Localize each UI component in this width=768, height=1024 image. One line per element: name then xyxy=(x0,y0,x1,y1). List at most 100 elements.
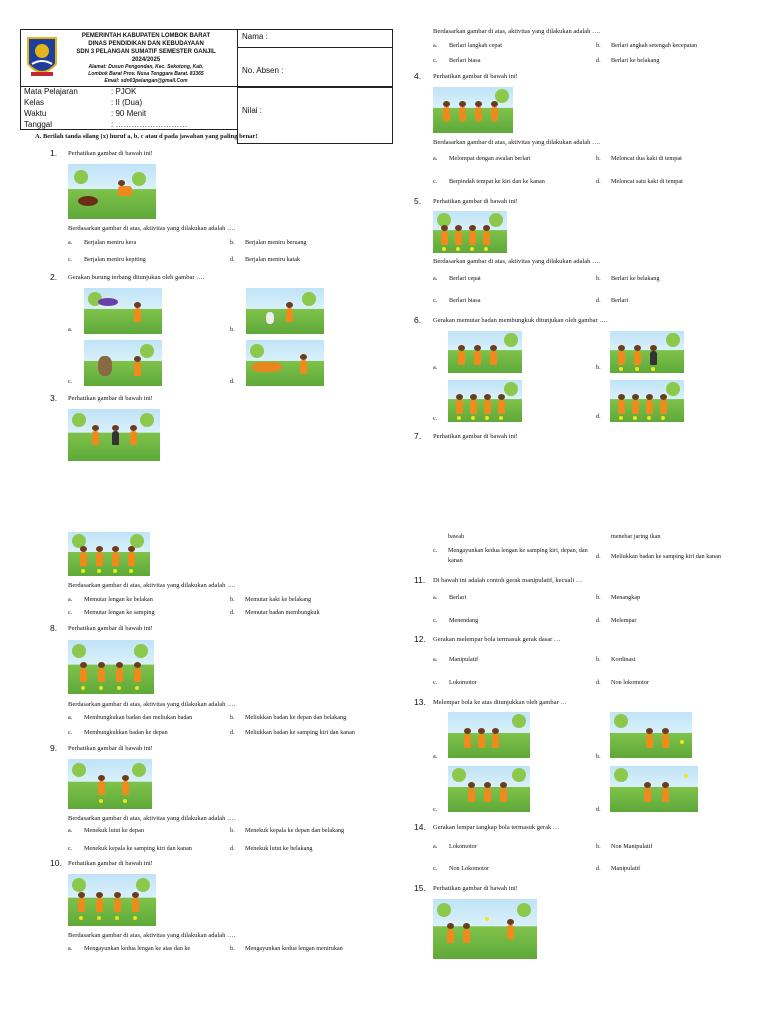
option-letter[interactable]: c. xyxy=(433,679,438,686)
option-text[interactable]: Menendang xyxy=(449,617,479,624)
option-text[interactable]: Berlari ke belakang xyxy=(611,275,660,282)
option-text[interactable]: Menekuk lutut ke depan xyxy=(84,827,144,834)
option-letter[interactable]: c. xyxy=(433,617,438,624)
option-text[interactable]: Non Lokomotor xyxy=(449,865,490,872)
option-text[interactable]: Berlari xyxy=(611,297,629,304)
option-text[interactable]: Non lokomotor xyxy=(611,679,649,686)
option-text[interactable]: Meloncat satu kaki di tempat xyxy=(611,178,683,185)
option-letter[interactable]: d. xyxy=(596,617,601,624)
option-letter[interactable]: c. xyxy=(68,729,73,736)
option-text[interactable]: Non Manipulatif xyxy=(611,843,653,850)
option-text[interactable]: Lokomotor xyxy=(449,679,477,686)
option-text[interactable]: Manipulatif xyxy=(611,865,641,872)
option-text[interactable]: Kordinasi xyxy=(611,656,636,663)
option-text[interactable]: Mengayunkan kedua lengan ke atas dan ke xyxy=(84,945,191,952)
illustration-option-c[interactable] xyxy=(448,766,530,812)
option-letter[interactable]: a. xyxy=(68,945,73,952)
option-text[interactable]: Memutar lengan ke belakan xyxy=(84,596,153,603)
option-letter[interactable]: a. xyxy=(433,656,438,663)
option-letter[interactable]: a. xyxy=(433,594,438,601)
option-letter[interactable]: c. xyxy=(433,415,438,422)
option-text[interactable]: Menekuk kepala ke depan dan belakang xyxy=(245,827,345,834)
option-letter[interactable]: a. xyxy=(433,753,438,760)
option-letter[interactable]: c. xyxy=(433,178,438,185)
option-text[interactable]: Berjalan meniru beruang xyxy=(245,239,307,246)
option-letter[interactable]: b. xyxy=(230,945,235,952)
option-text[interactable]: Menekuk kepala ke samping kiri dan kanan xyxy=(84,845,192,852)
option-text[interactable]: Meloncat dua kaki di tempat xyxy=(611,155,682,162)
option-text[interactable]: Berlari langkah cepat xyxy=(449,42,502,49)
illustration-option-c[interactable] xyxy=(448,380,522,422)
option-text[interactable]: Mengayunkan kedua lengan menirukan xyxy=(245,945,343,952)
option-letter[interactable]: a. xyxy=(433,364,438,371)
option-letter[interactable]: d. xyxy=(230,609,235,616)
option-text[interactable]: Berjalan meniru kera xyxy=(84,239,137,246)
option-text[interactable]: Memutar kaki ke belakang xyxy=(245,596,312,603)
illustration-option-b[interactable] xyxy=(246,288,324,334)
option-text[interactable]: Melompat dengan awalan berlari xyxy=(449,155,531,162)
option-letter[interactable]: a. xyxy=(68,326,73,333)
option-letter[interactable]: a. xyxy=(433,155,438,162)
option-text[interactable]: Berlari ke belakang xyxy=(611,57,660,64)
option-letter[interactable]: b. xyxy=(596,843,601,850)
option-text[interactable]: Menekuk lutut ke belakang xyxy=(245,845,313,852)
option-text[interactable]: menebar jaring ikan xyxy=(611,533,661,540)
option-letter[interactable]: a. xyxy=(433,843,438,850)
option-text[interactable]: Memutar badan membungkuk xyxy=(245,609,320,616)
option-letter[interactable]: c. xyxy=(68,378,73,385)
illustration-option-d[interactable] xyxy=(610,766,698,812)
option-text[interactable]: Membungkukkan badan ke depan xyxy=(84,729,168,736)
option-text[interactable]: Berlari biasa xyxy=(449,57,481,64)
option-letter[interactable]: b. xyxy=(596,42,601,49)
illustration-option-a[interactable] xyxy=(84,288,162,334)
nilai-field[interactable]: Nilai : xyxy=(242,106,263,115)
option-letter[interactable]: d. xyxy=(230,256,235,263)
option-letter[interactable]: d. xyxy=(596,413,601,420)
option-letter[interactable]: d. xyxy=(230,845,235,852)
option-letter[interactable]: d. xyxy=(596,178,601,185)
option-letter[interactable]: b. xyxy=(596,753,601,760)
name-field[interactable]: Nama : xyxy=(242,32,268,41)
option-letter[interactable]: d. xyxy=(230,378,235,385)
option-letter[interactable]: c. xyxy=(433,297,438,304)
option-letter[interactable]: c. xyxy=(68,609,73,616)
option-text[interactable]: Meliukkan badan ke samping kiri dan kana… xyxy=(611,553,721,560)
option-letter[interactable]: a. xyxy=(433,275,438,282)
option-text[interactable]: Memutar lengan ke samping xyxy=(84,609,155,616)
option-letter[interactable]: b. xyxy=(230,714,235,721)
option-letter[interactable]: d. xyxy=(596,679,601,686)
illustration-option-a[interactable] xyxy=(448,712,530,758)
illustration-option-a[interactable] xyxy=(448,331,522,373)
option-letter[interactable]: b. xyxy=(230,596,235,603)
option-text[interactable]: Berjalan meniru katak xyxy=(245,256,300,263)
option-letter[interactable]: b. xyxy=(596,594,601,601)
option-letter[interactable]: d. xyxy=(596,553,601,560)
option-text[interactable]: Menangkap xyxy=(611,594,641,601)
option-letter[interactable]: a. xyxy=(68,714,73,721)
option-letter[interactable]: c. xyxy=(433,865,438,872)
option-letter[interactable]: b. xyxy=(230,827,235,834)
illustration-option-d[interactable] xyxy=(610,380,684,422)
illustration-option-c[interactable] xyxy=(84,340,162,386)
option-text[interactable]: Berjalan meniru kepiting xyxy=(84,256,146,263)
option-letter[interactable]: c. xyxy=(433,547,438,554)
option-letter[interactable]: a. xyxy=(68,596,73,603)
option-text[interactable]: Berlari xyxy=(449,594,467,601)
option-text[interactable]: Lokomotor xyxy=(449,843,477,850)
option-letter[interactable]: d. xyxy=(596,865,601,872)
option-text[interactable]: Berlari biasa xyxy=(449,297,481,304)
option-text[interactable]: Meliukkan badan ke samping kiri dan kana… xyxy=(245,729,355,736)
option-letter[interactable]: c. xyxy=(433,806,438,813)
option-letter[interactable]: a. xyxy=(68,827,73,834)
option-text[interactable]: Berlari angkah setengah kecepatan xyxy=(611,42,698,49)
option-letter[interactable]: b. xyxy=(230,326,235,333)
option-letter[interactable]: c. xyxy=(68,845,73,852)
illustration-option-b[interactable] xyxy=(610,331,684,373)
option-text[interactable]: Mengayunkan kedua lengan ke samping kiri… xyxy=(448,547,588,564)
option-letter[interactable]: d. xyxy=(230,729,235,736)
illustration-option-b[interactable] xyxy=(610,712,692,758)
option-letter[interactable]: d. xyxy=(596,297,601,304)
option-letter[interactable]: b. xyxy=(230,239,235,246)
option-text[interactable]: Melempar xyxy=(611,617,637,624)
option-letter[interactable]: b. xyxy=(596,275,601,282)
